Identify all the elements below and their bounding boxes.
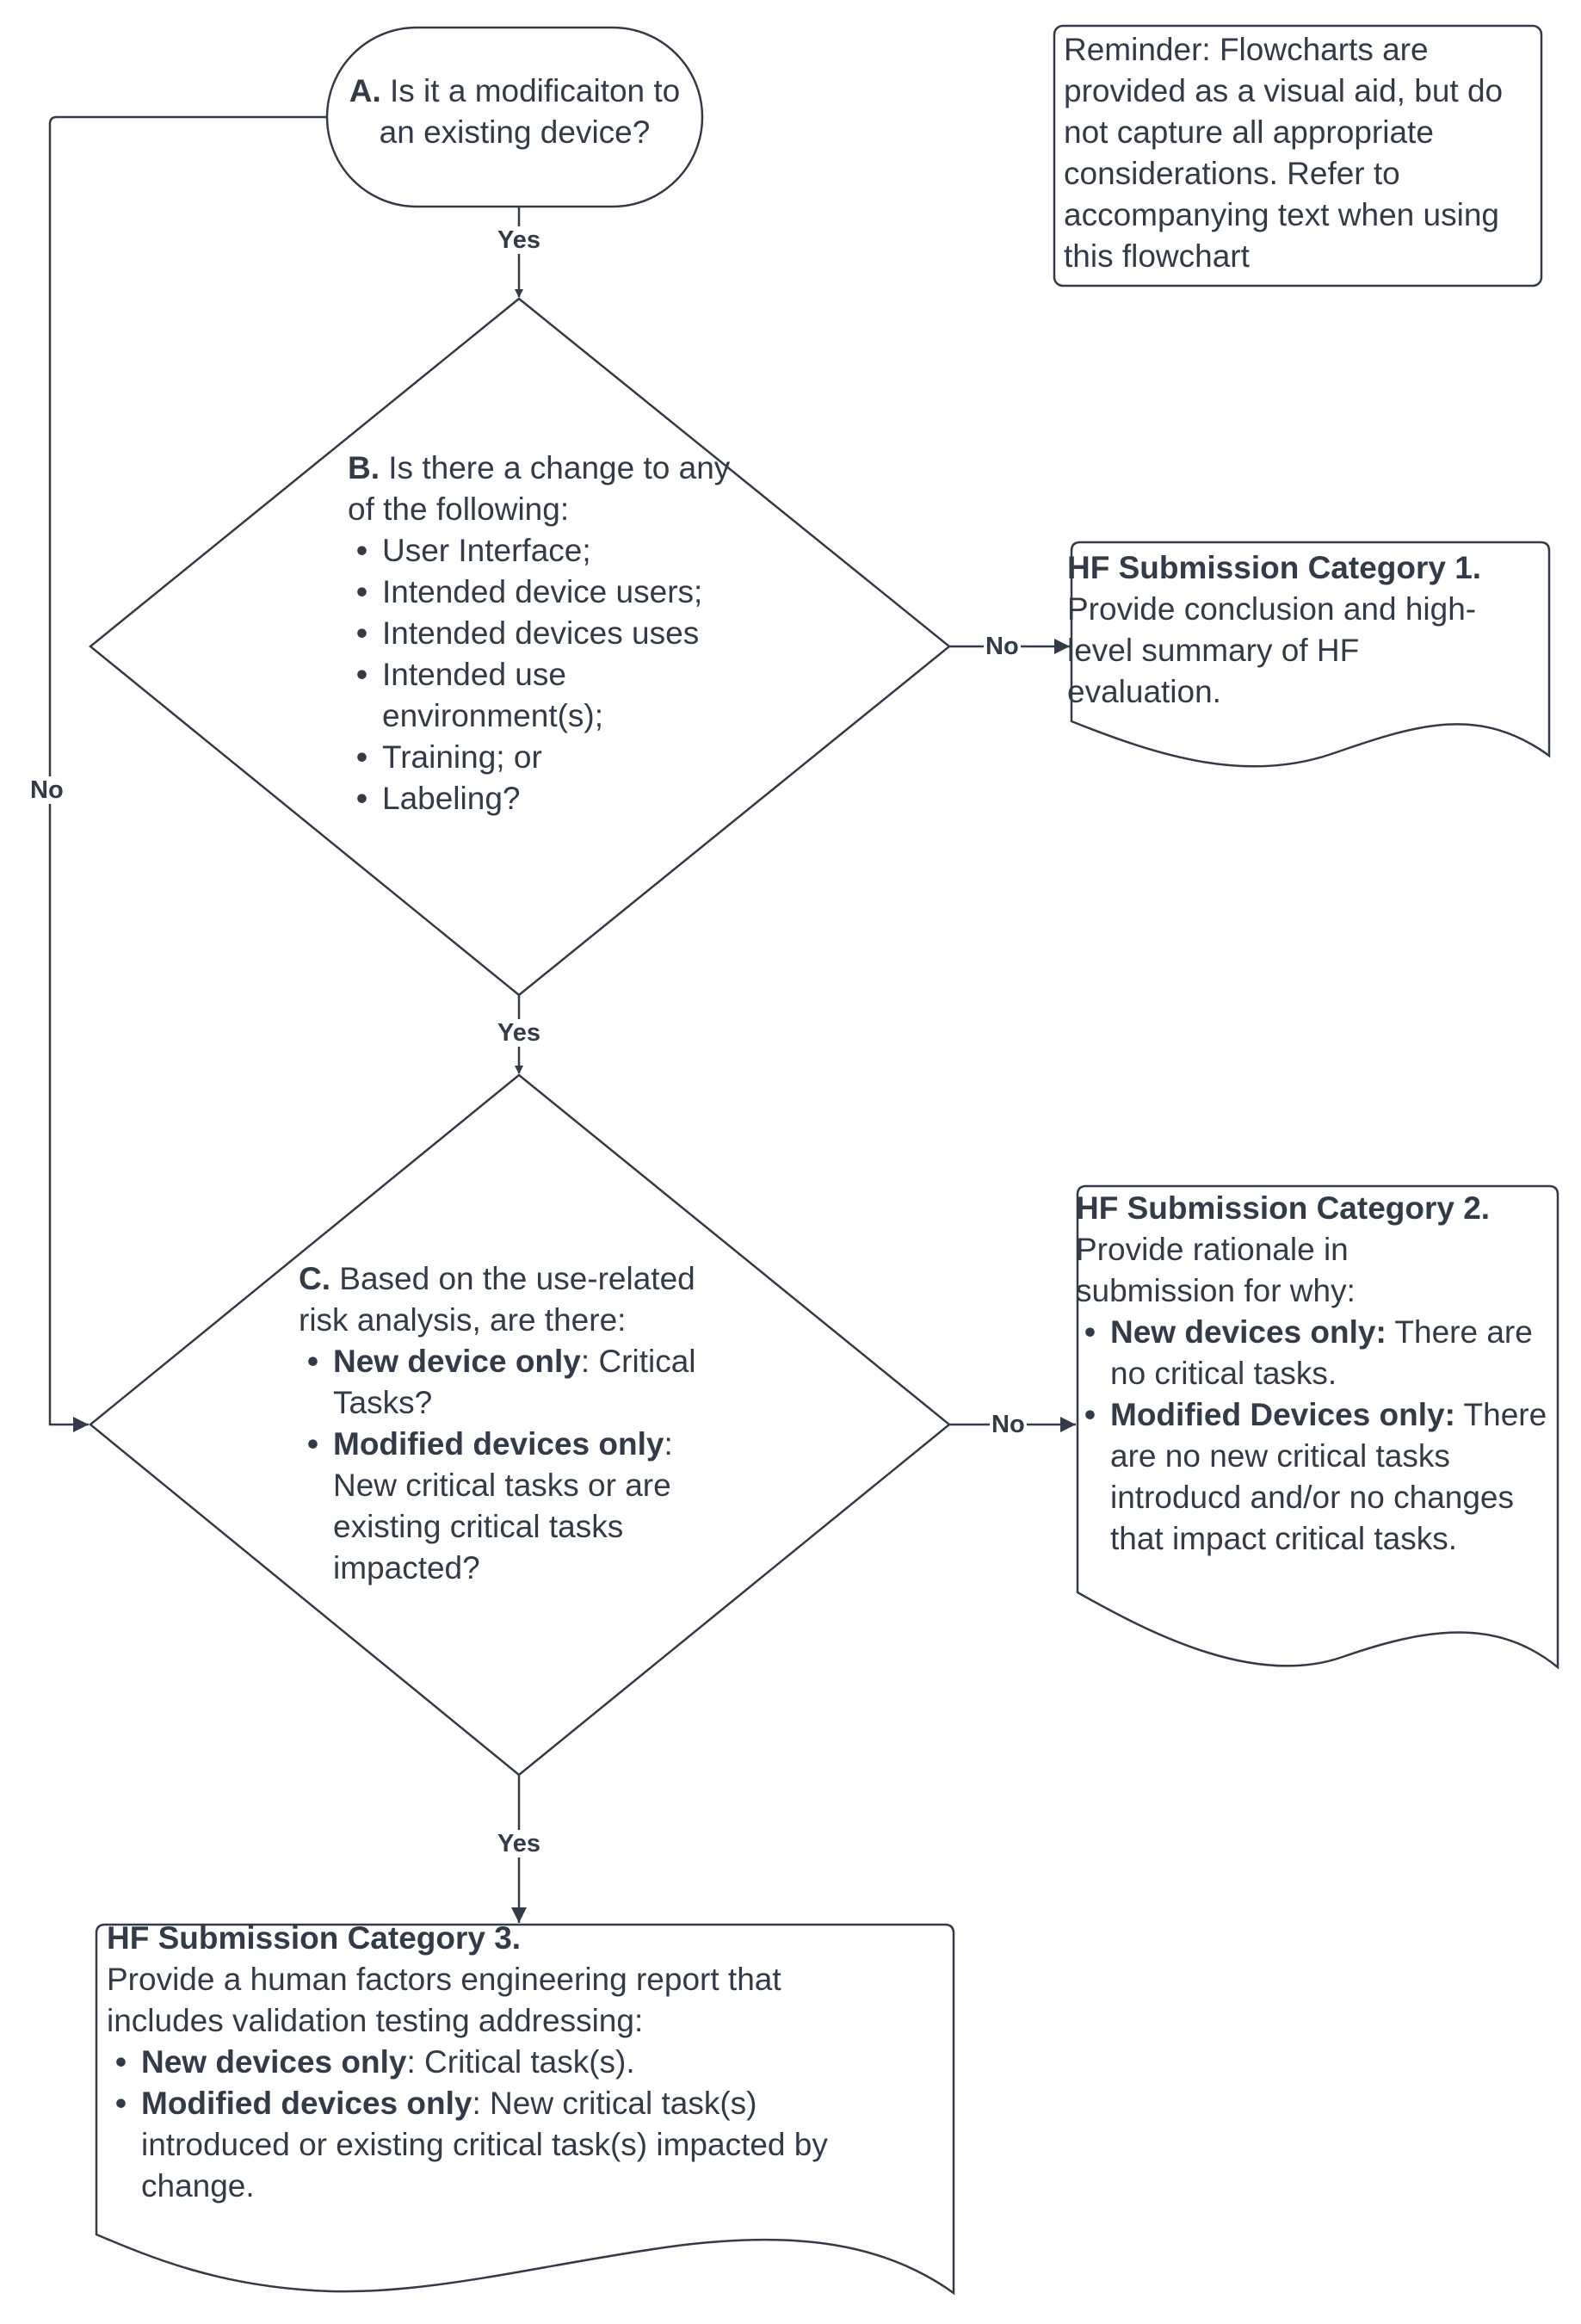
node-b-item: Intended device users; bbox=[348, 572, 752, 613]
reminder-shape bbox=[1053, 24, 1543, 287]
node-a-prefix: A. bbox=[349, 73, 381, 108]
cat3-item-bold: New devices only bbox=[141, 2044, 407, 2080]
edge-label-a-b: Yes bbox=[496, 226, 542, 254]
cat3-item-rest: : New critical task(s) introduced or exi… bbox=[141, 2086, 828, 2203]
cat2-list: New devices only: There are no critical … bbox=[1076, 1312, 1549, 1560]
cat3-item-rest: : Critical task(s). bbox=[406, 2044, 635, 2080]
cat3-item-bold: Modified devices only bbox=[141, 2086, 472, 2121]
cat2-item-rest: There are no new critical tasks introduc… bbox=[1110, 1397, 1547, 1556]
node-c-list: New device only: Critical Tasks? Modifie… bbox=[299, 1341, 720, 1589]
edge-label-b-cat1: No bbox=[984, 633, 1021, 660]
node-b-item: Labeling? bbox=[348, 778, 752, 819]
cat2-title: HF Submission Category 2. bbox=[1076, 1190, 1491, 1226]
cat3-item: New devices only: Critical task(s). bbox=[107, 2042, 881, 2083]
cat1-text: HF Submission Category 1. Provide conclu… bbox=[1067, 547, 1532, 713]
node-b-item: Intended devices uses bbox=[348, 613, 752, 654]
cat1-shape bbox=[1070, 541, 1551, 768]
node-b-question: B. Is there a change to any of the follo… bbox=[348, 448, 752, 530]
cat2-item-rest: There are no critical tasks. bbox=[1110, 1314, 1533, 1391]
edge-label-a-c: No bbox=[28, 776, 65, 804]
cat2-text: HF Submission Category 2. Provide ration… bbox=[1076, 1188, 1549, 1560]
node-c-prefix: C. bbox=[299, 1261, 330, 1296]
node-a-text: A. Is it a modificaiton to an existing d… bbox=[336, 71, 694, 153]
node-c-item: New device only: Critical Tasks? bbox=[299, 1341, 712, 1424]
node-b-item: Intended use environment(s); bbox=[348, 654, 606, 737]
cat3-list: New devices only: Critical task(s). Modi… bbox=[107, 2042, 881, 2207]
cat3-item: Modified devices only: New critical task… bbox=[107, 2083, 899, 2207]
node-c-item-bold: Modified devices only bbox=[333, 1426, 664, 1462]
node-c-question-text: Based on the use-related risk analysis, … bbox=[299, 1261, 695, 1338]
node-b-list: User Interface; Intended device users; I… bbox=[348, 530, 752, 819]
cat1-title: HF Submission Category 1. bbox=[1067, 550, 1482, 585]
cat3-body: Provide a human factors engineering repo… bbox=[107, 1962, 781, 2038]
cat2-item: Modified Devices only: There are no new … bbox=[1076, 1394, 1549, 1560]
edge-a-to-c bbox=[48, 115, 327, 1432]
cat3-title: HF Submission Category 3. bbox=[107, 1920, 522, 1956]
reminder-text: Reminder: Flowcharts are provided as a v… bbox=[1064, 32, 1504, 274]
node-b-prefix: B. bbox=[348, 450, 380, 485]
edge-label-b-c: Yes bbox=[496, 1019, 542, 1047]
edge-label-c-cat2: No bbox=[990, 1411, 1027, 1438]
node-c-item-rest: : Critical Tasks? bbox=[333, 1344, 696, 1420]
node-c-question: C. Based on the use-related risk analysi… bbox=[299, 1258, 746, 1341]
cat2-item-bold: New devices only: bbox=[1110, 1314, 1386, 1350]
cat2-item-bold: Modified Devices only: bbox=[1110, 1397, 1455, 1432]
edge-label-c-cat3: Yes bbox=[496, 1830, 542, 1857]
node-c-text: C. Based on the use-related risk analysi… bbox=[299, 1258, 746, 1589]
node-c-item-rest: : New critical tasks or are existing cri… bbox=[333, 1426, 673, 1585]
cat3-text: HF Submission Category 3. Provide a huma… bbox=[107, 1918, 881, 2207]
cat2-body: Provide rationale in submission for why: bbox=[1076, 1232, 1356, 1308]
node-b-question-text: Is there a change to any of the followin… bbox=[348, 450, 731, 527]
node-c-item: Modified devices only: New critical task… bbox=[299, 1424, 712, 1589]
node-a-question: Is it a modificaiton to an existing devi… bbox=[379, 73, 681, 150]
node-c-item-bold: New device only bbox=[333, 1344, 581, 1379]
node-b-item: Training; or bbox=[348, 737, 752, 778]
cat2-item: New devices only: There are no critical … bbox=[1076, 1312, 1549, 1394]
node-b-text: B. Is there a change to any of the follo… bbox=[348, 448, 752, 819]
node-b-item: User Interface; bbox=[348, 530, 752, 572]
cat1-body: Provide conclusion and high-level summar… bbox=[1067, 591, 1477, 709]
